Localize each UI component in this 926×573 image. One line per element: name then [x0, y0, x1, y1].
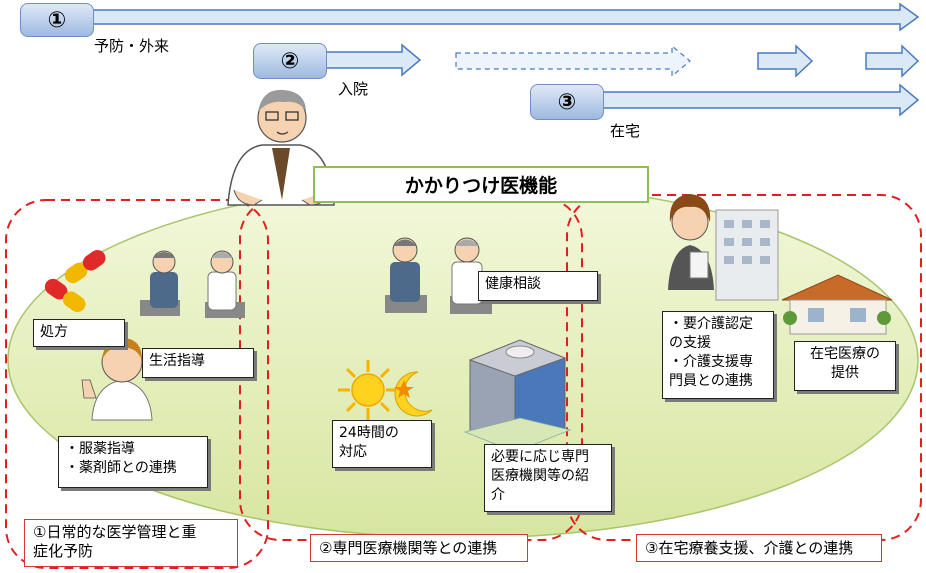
section2-label: ②専門医療機関等との連携: [310, 534, 528, 562]
section1-label: ①日常的な医学管理と重 症化予防: [24, 519, 238, 567]
doctor-illustration: [227, 89, 335, 206]
phase1-arrow: [89, 2, 920, 32]
sun-moon-illustration: [338, 360, 433, 420]
phase2-label: 入院: [338, 80, 369, 98]
diagram-title: かかりつけ医機能: [313, 166, 649, 203]
care-certification-box: ・要介護認定 の支援 ・介護支援専 門員との連携: [662, 311, 774, 399]
phase3-label: 在宅: [610, 122, 641, 140]
section3-label: ③在宅療養支援、介護との連携: [636, 534, 882, 562]
care-facility-building-illustration: [715, 209, 779, 301]
phase2-badge: ②: [253, 43, 327, 79]
lifestyle-consultation-illustration: [140, 250, 245, 318]
phase1-badge: ①: [20, 3, 94, 37]
prescription-box: 処方: [33, 319, 125, 347]
specialist-referral-box: 必要に応じ専門 医療機関等の紹 介: [484, 444, 612, 512]
phase2-arrow-dashed: [455, 44, 691, 78]
care-worker-illustration: [668, 194, 714, 290]
phase3-arrow: [601, 83, 920, 117]
pill-capsules-illustration: [44, 249, 106, 313]
phase2-arrow-solid: [324, 43, 422, 77]
around-the-clock-box: 24時間の 対応: [332, 420, 432, 468]
house-illustration: [781, 274, 893, 335]
home-care-box: 在宅医療の 提供: [794, 341, 896, 391]
lifestyle-guidance-box: 生活指導: [142, 348, 254, 378]
health-consultation-illustration: [385, 237, 492, 314]
phase1-label: 予防・外来: [94, 37, 170, 55]
phase2-arrow-tail: [757, 44, 920, 78]
health-consultation-box: 健康相談: [478, 271, 598, 301]
pharmacist-illustration: [81, 338, 153, 421]
medication-guidance-box: ・服薬指導 ・薬剤師との連携: [58, 436, 208, 488]
section1-frame: [5, 199, 269, 569]
hospital-building-illustration: [463, 339, 572, 453]
phase3-badge: ③: [530, 84, 604, 120]
